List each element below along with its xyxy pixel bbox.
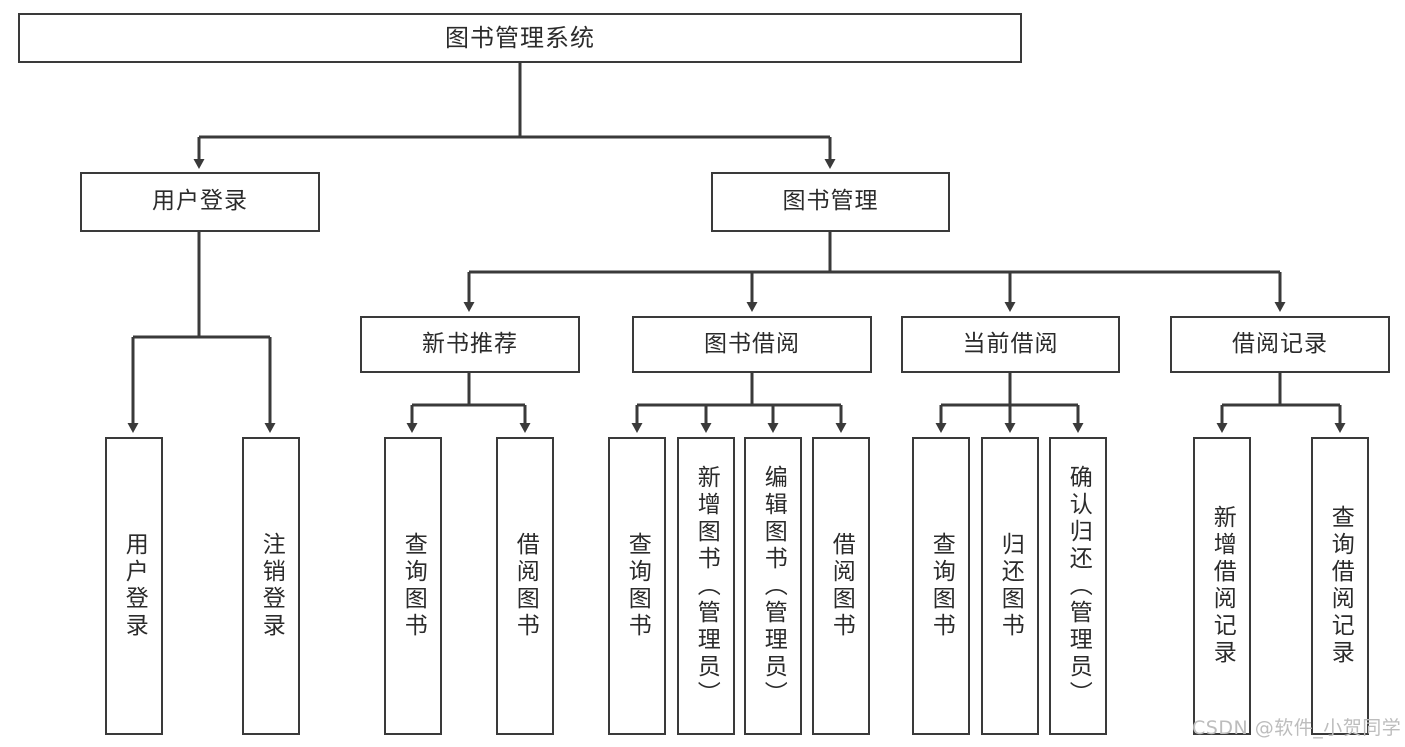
node-label: 当前借阅 [962, 330, 1059, 357]
leaf-book-borrow-add[interactable]: 新增图书（管理员） [677, 437, 735, 735]
node-root-book-management-system[interactable]: 图书管理系统 [18, 13, 1022, 63]
leaf-new-book-borrow[interactable]: 借阅图书 [496, 437, 554, 735]
leaf-borrow-record-add[interactable]: 新增借阅记录 [1193, 437, 1251, 735]
node-label: 确认归还（管理员） [1065, 464, 1092, 708]
node-new-book-recommend[interactable]: 新书推荐 [360, 316, 580, 373]
leaf-current-borrow-return[interactable]: 归还图书 [981, 437, 1039, 735]
leaf-book-borrow-edit[interactable]: 编辑图书（管理员） [744, 437, 802, 735]
node-label: 编辑图书（管理员） [760, 464, 787, 708]
node-label: 查询图书 [928, 532, 955, 640]
node-label: 借阅图书 [512, 532, 539, 640]
node-label: 归还图书 [997, 532, 1024, 640]
leaf-book-borrow-borrow[interactable]: 借阅图书 [812, 437, 870, 735]
node-label: 图书借阅 [704, 330, 800, 357]
node-label: 借阅图书 [828, 532, 855, 640]
node-label: 新增借阅记录 [1209, 505, 1236, 667]
node-current-borrow[interactable]: 当前借阅 [901, 316, 1120, 373]
leaf-current-borrow-confirm-return[interactable]: 确认归还（管理员） [1049, 437, 1107, 735]
leaf-book-borrow-query[interactable]: 查询图书 [608, 437, 666, 735]
node-label: 图书管理 [782, 188, 879, 215]
node-label: 查询图书 [400, 532, 427, 640]
node-label: 新增图书（管理员） [693, 464, 720, 708]
node-label: 用户登录 [152, 188, 248, 215]
leaf-new-book-query[interactable]: 查询图书 [384, 437, 442, 735]
leaf-current-borrow-query[interactable]: 查询图书 [912, 437, 970, 735]
leaf-user-login-login[interactable]: 用户登录 [105, 437, 163, 735]
node-label: 查询图书 [624, 532, 651, 640]
node-label: 图书管理系统 [445, 23, 595, 52]
node-book-borrow[interactable]: 图书借阅 [632, 316, 872, 373]
node-book-management[interactable]: 图书管理 [711, 172, 950, 232]
node-label: 用户登录 [121, 532, 148, 640]
node-borrow-record[interactable]: 借阅记录 [1170, 316, 1390, 373]
watermark-text: CSDN @软件_小贺同学 [1192, 717, 1402, 739]
node-label: 新书推荐 [422, 330, 518, 357]
leaf-user-login-logout[interactable]: 注销登录 [242, 437, 300, 735]
node-user-login[interactable]: 用户登录 [80, 172, 320, 232]
node-label: 注销登录 [258, 532, 285, 640]
node-label: 借阅记录 [1232, 330, 1328, 357]
node-label: 查询借阅记录 [1327, 505, 1354, 667]
leaf-borrow-record-query[interactable]: 查询借阅记录 [1311, 437, 1369, 735]
